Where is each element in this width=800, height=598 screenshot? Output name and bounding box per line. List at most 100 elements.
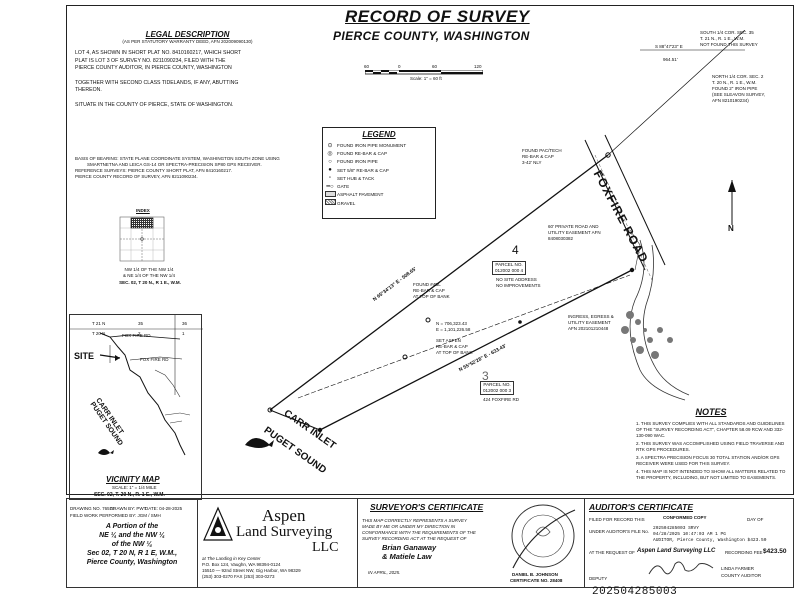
auditor-name: LINDA FARMER <box>721 566 755 571</box>
lot-4-number: 4 <box>512 243 519 257</box>
scale-bar-graphic <box>365 70 483 75</box>
index-caption-3: SEC. 02, T 20 N., R 1 E., W.M. <box>119 280 181 285</box>
auditor-stamp-line: 04/28/2025 10:47:03 AM 1 PG <box>653 532 726 537</box>
auditor-heading: AUDITOR'S CERTIFICATE <box>589 502 694 512</box>
title-divider <box>584 498 585 588</box>
drawing-date: DATE: 04-28-2025 <box>145 506 183 511</box>
auditor-signature-icon <box>648 561 714 575</box>
legend-item: ◎FOUND RE-BAR & CAP <box>323 149 435 157</box>
vegetation-hatch <box>621 311 673 359</box>
title-divider <box>357 498 358 588</box>
auditor-filed: FILED FOR RECORD THIS <box>589 517 645 522</box>
surveyor-date: IN APRIL, 2025. <box>368 570 401 575</box>
surveyor-body: THIS MAP CORRECTLY REPRESENTS A SURVEY <box>362 518 467 523</box>
notes-heading: NOTES <box>695 407 727 417</box>
legend-item: GRAVEL <box>323 199 435 207</box>
parcel-3-box: PARCEL NO.012002 000 3 <box>480 381 515 395</box>
vicinity-caption: SEC. 02, T. 20 N., R. 1 E., W.M. <box>94 492 165 498</box>
auditor-stamp-line: 202504285003 SRVY <box>653 526 699 531</box>
page-title: RECORD OF SURVEY <box>345 7 530 26</box>
company-address: P.O. Box 124, Vaughn, WA 98394-0124 <box>202 562 281 567</box>
title-divider <box>197 498 198 588</box>
scale-bar: 60 0 60 120 Scale: 1" = 60 ft <box>360 64 490 82</box>
legal-line: PLAT IS LOT 3 OF SURVEY NO. 8211090234, … <box>75 57 226 64</box>
pavement-icon <box>323 190 337 199</box>
top-distance: 964.51' <box>663 57 678 62</box>
scale-tick: 0 <box>398 64 401 69</box>
basis-line: REFERENCE SURVEYS: PIERCE COUNTY SHORT P… <box>75 168 233 173</box>
basis-line: BASIS OF BEARING: STATE PLANE COORDINATE… <box>75 156 280 161</box>
company-name-3: LLC <box>312 540 339 555</box>
auditor-day: DAY OF <box>747 517 764 522</box>
legal-line: PIERCE COUNTY AUDITOR, IN PIERCE COUNTY,… <box>75 65 232 71</box>
legal-line: SITUATE IN THE COUNTY OF PIERCE, STATE O… <box>75 101 234 108</box>
company-name-1: Aspen <box>262 506 306 525</box>
vicinity-grid-label: 35 <box>138 321 144 326</box>
note-item: 1. THIS SURVEY COMPLIES WITH ALL STANDAR… <box>636 421 785 438</box>
set-hub-tack-icon: ▫ <box>328 175 332 182</box>
legal-description: LEGAL DESCRIPTION (AS PER STATUTORY WARR… <box>75 30 300 109</box>
surveyor-body: MADE BY ME OR UNDER MY DIRECTION IN <box>362 524 456 529</box>
seal-cert: CERTIFICATE NO. 28408 <box>510 578 563 583</box>
index-caption-1: NW 1/4 OF THE NW 1/4 <box>124 267 174 272</box>
north-arrow-label: N <box>728 224 734 233</box>
field-work: FIELD WORK PERFORMED BY: JGM / SMH <box>70 513 161 518</box>
notes-section: NOTES 1. THIS SURVEY COMPLIES WITH ALL S… <box>636 407 786 481</box>
legend-item: ▫SET HUB & TACK <box>323 174 435 182</box>
auditor-request-value: Aspen Land Surveying LLC <box>637 548 716 554</box>
vicinity-map: T 21 N 35 36 T 20 N 2 1 FOX FIRE RD FOX … <box>69 314 203 500</box>
legal-line: THEREON. <box>75 87 102 93</box>
found-rebar-cap-icon: ◎ <box>327 150 333 157</box>
site-label: SITE <box>74 351 95 361</box>
scale-tick: 60 <box>432 64 438 69</box>
auditor-fee-value: $423.50 <box>763 548 787 555</box>
company-logo-icon <box>203 506 233 541</box>
legal-source: (AS PER STATUTORY WARRANTY DEED, AFN 202… <box>122 39 253 44</box>
note-item: 2. THIS SURVEY WAS ACCOMPLISHED USING FI… <box>636 441 785 452</box>
legal-heading: LEGAL DESCRIPTION <box>145 30 230 39</box>
company-block: Aspen Land Surveying LLC at The Landing … <box>200 500 345 586</box>
set-rebar-cap-icon: ● <box>328 167 332 174</box>
lot-3-number: 3 <box>482 369 489 383</box>
legend-box: LEGEND ⊙FOUND IRON PIPE MONUMENT ◎FOUND … <box>322 127 436 219</box>
company-address: 15510 — 92nd Street NW, Gig Harbor, WA 9… <box>202 568 301 573</box>
survey-plat-drawing <box>245 30 746 448</box>
legend-item: ━○GATE <box>323 182 435 190</box>
surveyor-client: & Matiele Law <box>382 552 432 561</box>
auditor-certificate: AUDITOR'S CERTIFICATE FILED FOR RECORD T… <box>587 500 793 586</box>
page-subtitle: PIERCE COUNTY, WASHINGTON <box>333 29 530 43</box>
top-bearing: S 88°47'23" E <box>655 44 683 49</box>
seal-name: DANIEL B. JOHNSON <box>512 572 558 577</box>
legal-line: TOGETHER WITH SECOND CLASS TIDELANDS, IF… <box>75 79 239 86</box>
company-address: at The Landing in Key Center <box>202 556 261 561</box>
vicinity-grid-label: 2 <box>138 331 141 336</box>
scale-label: Scale: 1" = 60 ft <box>410 76 442 81</box>
legend-heading: LEGEND <box>362 130 396 139</box>
auditor-deputy: DEPUTY <box>589 576 608 581</box>
survey-sheet-frame <box>66 5 794 495</box>
drawing-no: DRAWING NO. 76574 <box>70 506 115 511</box>
index-grid <box>119 216 165 262</box>
index-heading: INDEX <box>136 208 150 213</box>
surveyor-heading: SURVEYOR'S CERTIFICATE <box>370 502 484 512</box>
vicinity-grid-label: 36 <box>182 321 188 326</box>
gate-icon: ━○ <box>326 184 334 191</box>
basis-line: PIERCE COUNTY RECORD OF SURVEY, AFN 8211… <box>75 174 198 179</box>
basis-line: SMARTNETNA AND LEICA GS-14 OR SPECTRA-PR… <box>87 162 262 167</box>
auditor-stamp-line: AUDITOR, Pierce County, Washington $423.… <box>653 538 767 543</box>
surveyor-certificate: SURVEYOR'S CERTIFICATE THIS MAP CORRECTL… <box>360 500 580 586</box>
legal-line: LOT 4, AS SHOWN IN SHORT PLAT NO. 841016… <box>75 50 242 56</box>
gravel-icon <box>323 199 337 207</box>
auditor-recording-fee: RECORDING FEE <box>725 550 763 555</box>
auditor-request: AT THE REQUEST OF <box>589 550 635 555</box>
vicinity-map-drawing <box>70 315 203 456</box>
scale-tick: 60 <box>364 64 370 69</box>
